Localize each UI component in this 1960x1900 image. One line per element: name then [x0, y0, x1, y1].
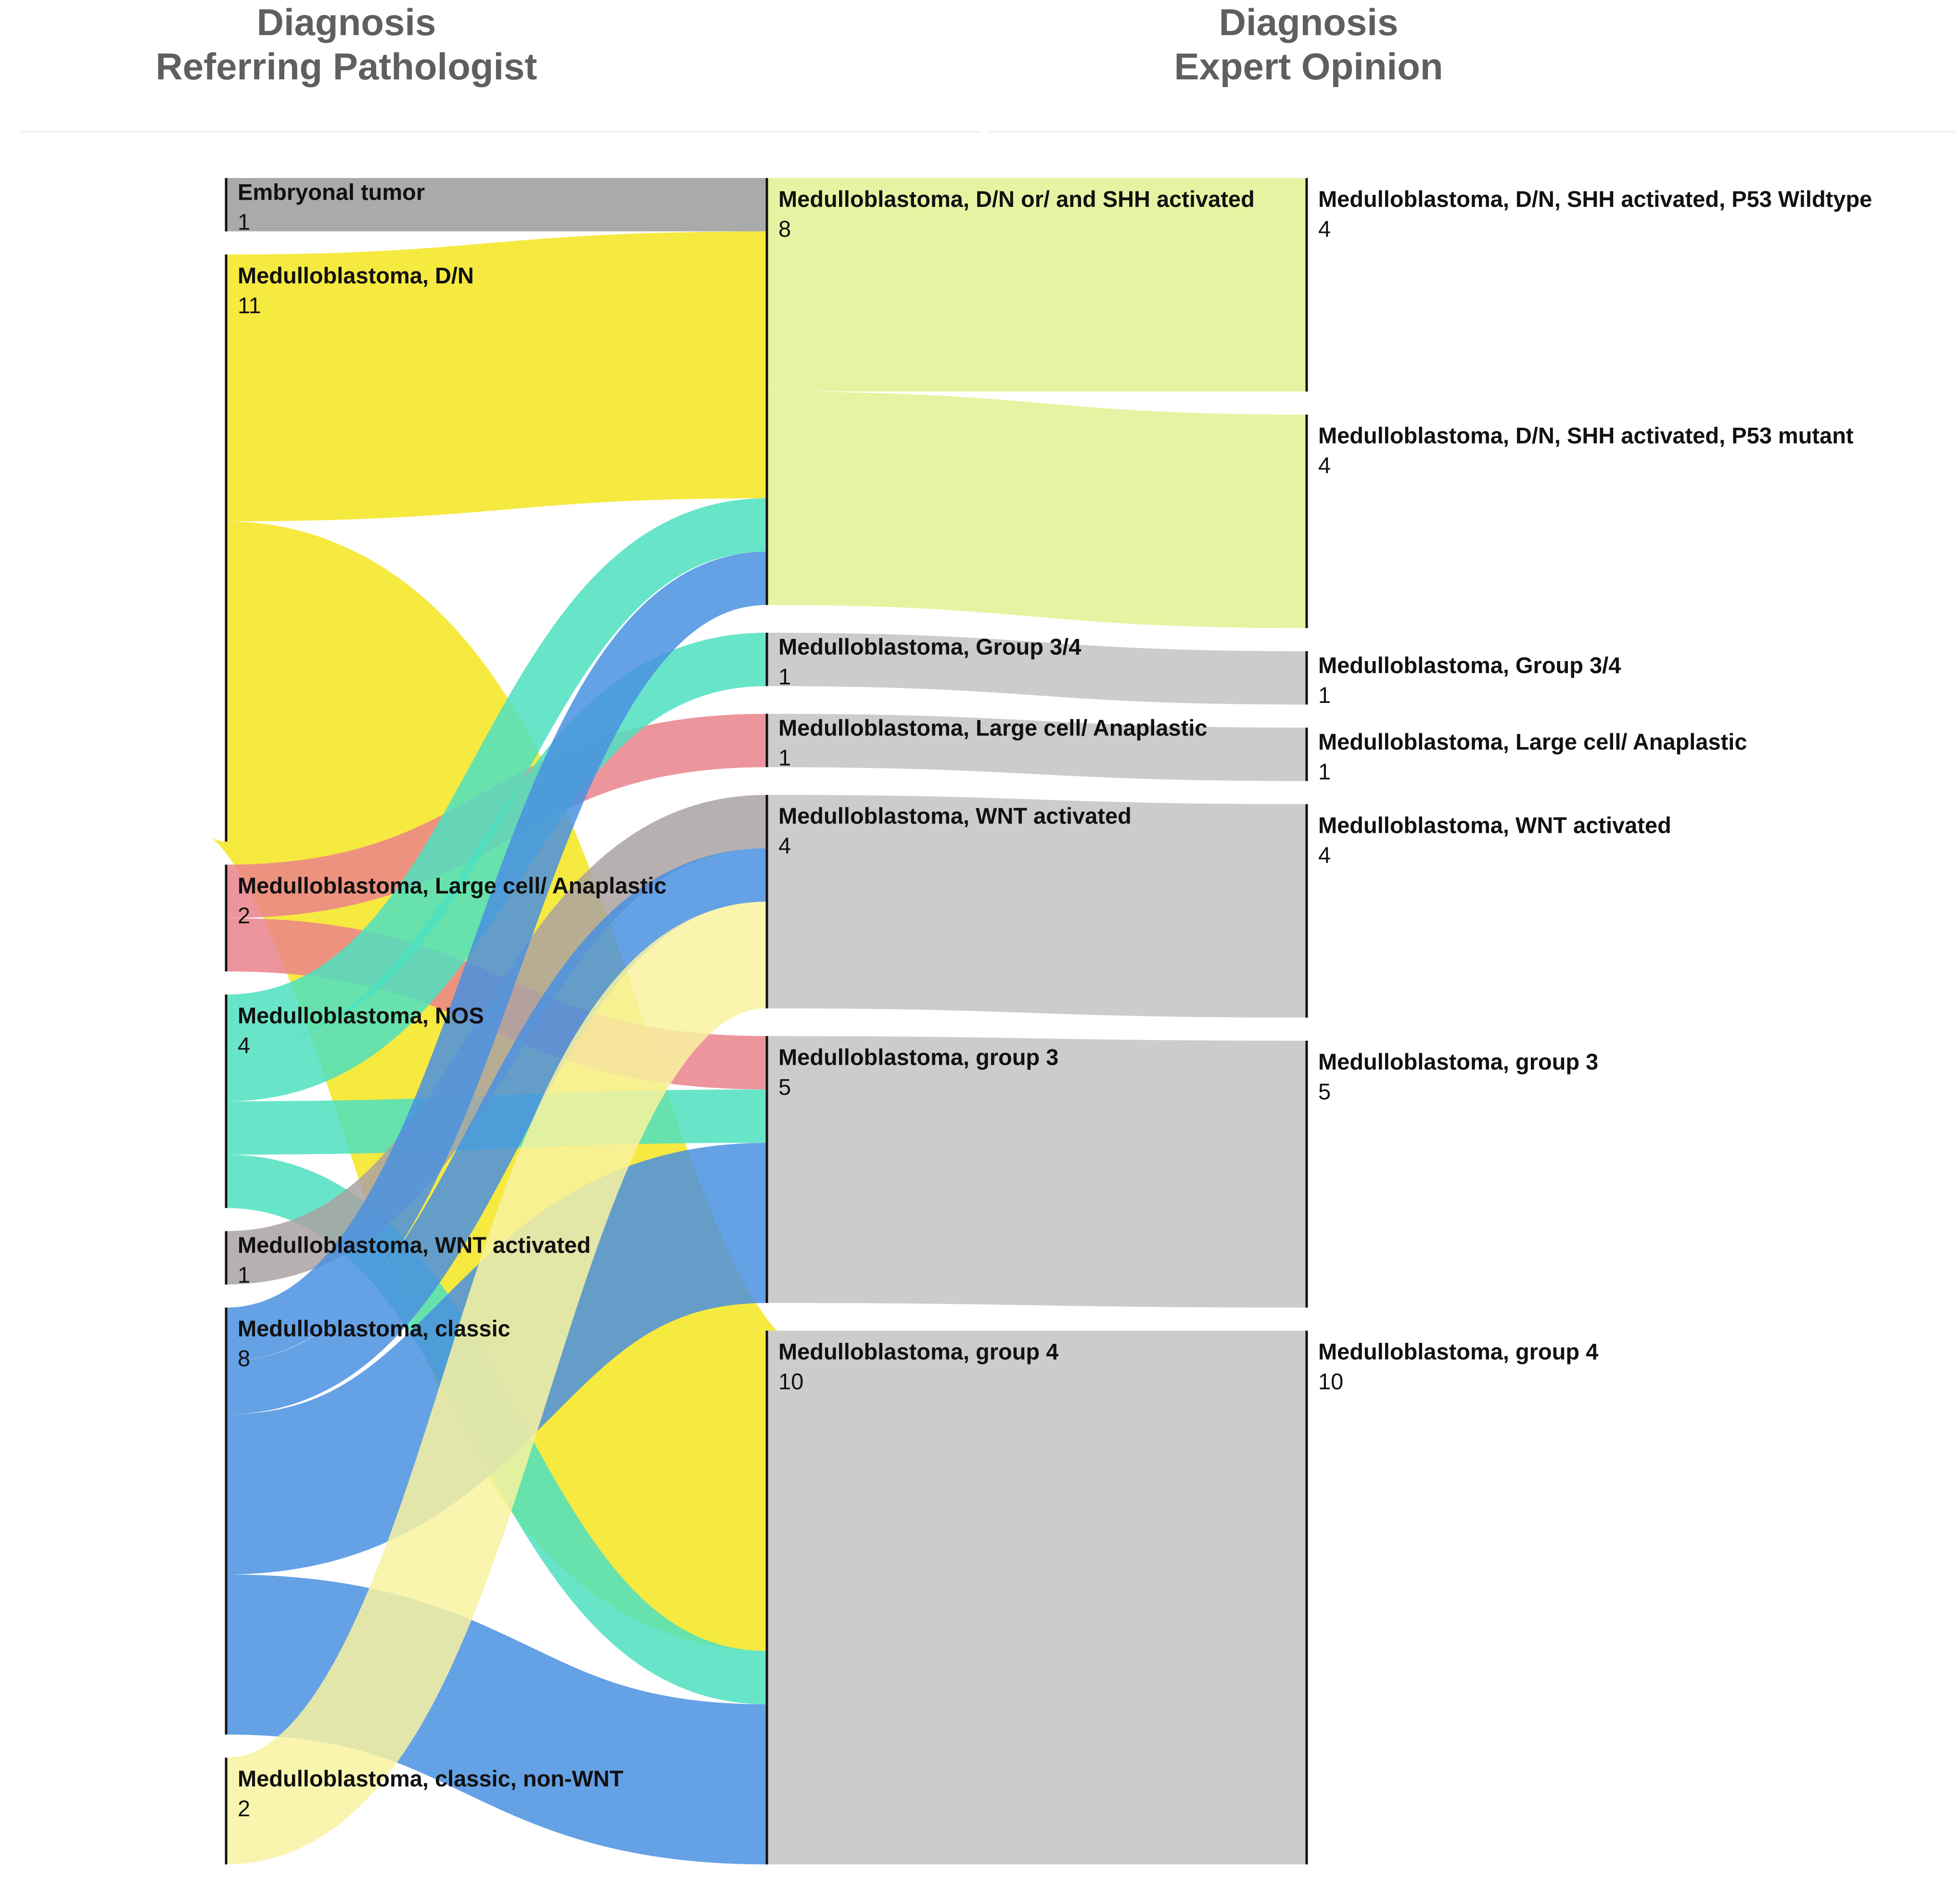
node-bar-classic_nonwnt[interactable]: [225, 1758, 228, 1864]
node-value-classic: 8: [238, 1346, 250, 1371]
node-label-dn: Medulloblastoma, D/N: [238, 263, 474, 288]
link-expert_dn_shh-to-final_dn_mut: [766, 391, 1307, 628]
node-value-dn: 11: [238, 293, 261, 318]
right-title-line1: Diagnosis: [1219, 1, 1399, 43]
node-bar-nos[interactable]: [225, 995, 228, 1208]
right-column-title: Diagnosis Expert Opinion: [948, 0, 1669, 89]
node-value-expert_dn_shh: 8: [778, 216, 791, 242]
node-value-group4: 10: [778, 1369, 803, 1394]
node-label-expert_wnt: Medulloblastoma, WNT activated: [778, 803, 1132, 829]
node-value-final_wnt: 4: [1318, 842, 1331, 867]
node-label-group4: Medulloblastoma, group 4: [778, 1339, 1058, 1364]
node-value-final_group34: 1: [1318, 682, 1331, 708]
links-layer: [205, 178, 1307, 1865]
node-bar-group3[interactable]: [765, 1036, 768, 1303]
node-label-expert_dn_shh: Medulloblastoma, D/N or/ and SHH activat…: [778, 186, 1255, 212]
nodes-layer: [225, 178, 1308, 1864]
node-label-final_large: Medulloblastoma, Large cell/ Anaplastic: [1318, 729, 1747, 754]
node-value-wnt: 1: [238, 1262, 250, 1288]
node-bar-expert_large[interactable]: [765, 714, 768, 767]
node-value-final_group3: 5: [1318, 1079, 1331, 1104]
node-bar-classic[interactable]: [225, 1307, 228, 1735]
node-label-final_group4: Medulloblastoma, group 4: [1318, 1339, 1598, 1364]
link-expert_wnt-to-final_wnt: [766, 795, 1307, 1018]
link-group34-to-final_group34: [766, 633, 1307, 705]
node-bar-final_group3[interactable]: [1305, 1041, 1308, 1308]
node-bar-final_dn_wt[interactable]: [1305, 178, 1308, 392]
node-label-final_dn_wt: Medulloblastoma, D/N, SHH activated, P53…: [1318, 186, 1872, 212]
left-column-title: Diagnosis Referring Pathologist: [0, 0, 707, 89]
node-label-final_group34: Medulloblastoma, Group 3/4: [1318, 652, 1621, 678]
link-nos-to-expert_dn_shh: [226, 498, 767, 1048]
node-bar-dn[interactable]: [225, 254, 228, 842]
link-nos-to-group34: [226, 633, 767, 1101]
node-label-expert_large: Medulloblastoma, Large cell/ Anaplastic: [778, 715, 1208, 740]
node-label-embryonal: Embryonal tumor: [238, 179, 425, 204]
link-classic_nonwnt-to-expert_wnt: [223, 901, 770, 1865]
left-title-divider: [19, 131, 981, 132]
node-label-group34: Medulloblastoma, Group 3/4: [778, 634, 1081, 660]
node-value-final_large: 1: [1318, 759, 1331, 784]
node-value-final_dn_wt: 4: [1318, 216, 1331, 242]
link-classic-to-group4: [226, 1574, 767, 1864]
node-value-embryonal: 1: [238, 209, 250, 234]
node-bar-expert_dn_shh[interactable]: [765, 178, 768, 605]
node-value-expert_wnt: 4: [778, 833, 791, 858]
link-dn-to-expert_dn_shh: [226, 231, 767, 522]
node-label-classic_nonwnt: Medulloblastoma, classic, non-WNT: [238, 1766, 624, 1791]
node-bar-final_group4[interactable]: [1305, 1330, 1308, 1864]
node-label-final_group3: Medulloblastoma, group 3: [1318, 1049, 1598, 1074]
node-bar-final_dn_mut[interactable]: [1305, 414, 1308, 628]
node-bar-final_group34[interactable]: [1305, 651, 1308, 705]
node-label-final_dn_mut: Medulloblastoma, D/N, SHH activated, P53…: [1318, 423, 1854, 448]
node-bar-expert_wnt[interactable]: [765, 795, 768, 1008]
node-label-classic: Medulloblastoma, classic: [238, 1316, 510, 1341]
link-classic-to-expert_wnt: [226, 848, 767, 1415]
left-title-line1: Diagnosis: [256, 1, 436, 43]
left-title-line2: Referring Pathologist: [155, 45, 537, 88]
node-bar-wnt[interactable]: [225, 1231, 228, 1285]
node-value-classic_nonwnt: 2: [238, 1796, 250, 1821]
node-label-nos: Medulloblastoma, NOS: [238, 1003, 484, 1028]
link-wnt-to-expert_wnt: [226, 795, 767, 1285]
node-label-group3: Medulloblastoma, group 3: [778, 1044, 1058, 1070]
right-title-line2: Expert Opinion: [1174, 45, 1443, 88]
node-label-wnt: Medulloblastoma, WNT activated: [238, 1232, 591, 1258]
link-classic-to-expert_dn_shh: [225, 551, 768, 1361]
node-value-large_cell: 2: [238, 903, 250, 928]
node-label-final_wnt: Medulloblastoma, WNT activated: [1318, 812, 1671, 838]
node-bar-large_cell[interactable]: [225, 865, 228, 972]
node-bar-group34[interactable]: [765, 633, 768, 686]
node-bar-final_wnt[interactable]: [1305, 804, 1308, 1018]
node-value-expert_large: 1: [778, 745, 791, 770]
node-value-final_dn_mut: 4: [1318, 453, 1331, 478]
node-value-final_group4: 10: [1318, 1369, 1343, 1394]
node-value-group34: 1: [778, 664, 791, 689]
right-title-divider: [989, 131, 1956, 132]
link-expert_large-to-final_large: [766, 714, 1307, 781]
node-bar-group4[interactable]: [765, 1330, 768, 1864]
node-value-group3: 5: [778, 1074, 791, 1099]
link-group3-to-final_group3: [766, 1036, 1307, 1308]
node-label-large_cell: Medulloblastoma, Large cell/ Anaplastic: [238, 873, 667, 898]
node-bar-final_large[interactable]: [1305, 727, 1308, 781]
node-value-nos: 4: [238, 1033, 250, 1058]
node-bar-embryonal[interactable]: [225, 178, 228, 231]
